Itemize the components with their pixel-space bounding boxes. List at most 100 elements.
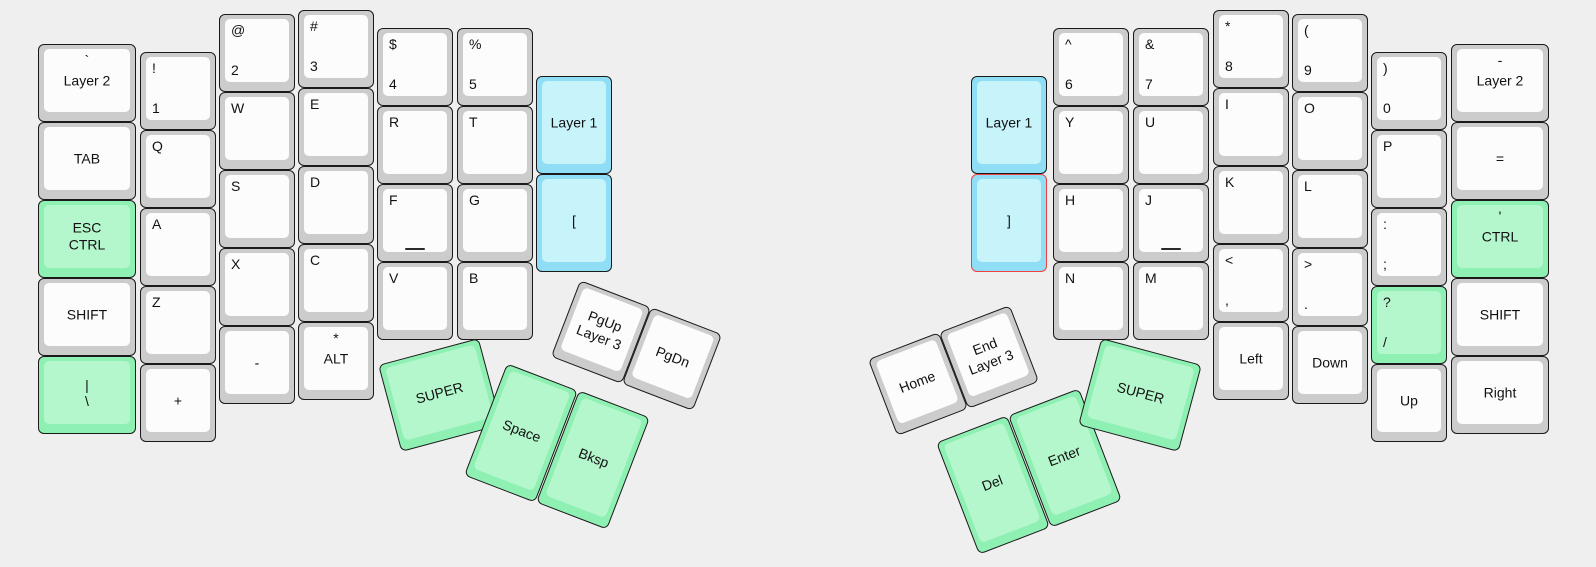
key-bracket-left[interactable]: [ bbox=[536, 174, 612, 272]
key-top-surface: >. bbox=[1298, 253, 1362, 316]
key-o[interactable]: O bbox=[1292, 92, 1368, 170]
key-legend-center: [ bbox=[572, 212, 576, 229]
key-4[interactable]: $4 bbox=[377, 28, 453, 106]
key-9[interactable]: (9 bbox=[1292, 14, 1368, 92]
key-r[interactable]: R bbox=[377, 106, 453, 184]
key-tab[interactable]: TAB bbox=[38, 122, 136, 200]
key-3[interactable]: #3 bbox=[298, 10, 374, 88]
key-top-surface: M bbox=[1139, 267, 1203, 330]
key-legend-top: U bbox=[1145, 114, 1156, 130]
key-z[interactable]: Z bbox=[140, 286, 216, 364]
key-legend-top: C bbox=[310, 252, 321, 268]
key-semicolon[interactable]: :; bbox=[1371, 208, 1447, 286]
key-top-surface: SUPER bbox=[1086, 344, 1195, 441]
key-k[interactable]: K bbox=[1213, 166, 1289, 244]
key-top-surface: E bbox=[304, 93, 368, 156]
key-8[interactable]: *8 bbox=[1213, 10, 1289, 88]
key-5[interactable]: %5 bbox=[457, 28, 533, 106]
key-top-surface: $4 bbox=[383, 33, 447, 96]
key-6[interactable]: ^6 bbox=[1053, 28, 1129, 106]
key-layer2-right[interactable]: -Layer 2 bbox=[1451, 44, 1549, 122]
key-alt[interactable]: *ALT bbox=[298, 322, 374, 400]
key-shift[interactable]: SHIFT bbox=[38, 278, 136, 356]
key-pipe-backslash[interactable]: |\ bbox=[38, 356, 136, 434]
key-period[interactable]: >. bbox=[1292, 248, 1368, 326]
key-h[interactable]: H bbox=[1053, 184, 1129, 262]
key-ctrl-right[interactable]: 'CTRL bbox=[1451, 200, 1549, 278]
key-f[interactable]: F bbox=[377, 184, 453, 262]
key-b[interactable]: B bbox=[457, 262, 533, 340]
key-equal[interactable]: = bbox=[1451, 122, 1549, 200]
key-w[interactable]: W bbox=[219, 92, 295, 170]
key-legend-center: Home bbox=[896, 367, 938, 396]
key-y[interactable]: Y bbox=[1053, 106, 1129, 184]
key-c[interactable]: C bbox=[298, 244, 374, 322]
key-legend-center: Layer 1 bbox=[985, 114, 1033, 131]
key-u[interactable]: U bbox=[1133, 106, 1209, 184]
key-i[interactable]: I bbox=[1213, 88, 1289, 166]
key-top-surface: &7 bbox=[1139, 33, 1203, 96]
key-q[interactable]: Q bbox=[140, 130, 216, 208]
key-legend-bottom: 2 bbox=[231, 62, 239, 79]
key-d[interactable]: D bbox=[298, 166, 374, 244]
key-legend-top: ! bbox=[152, 60, 156, 76]
key-slash[interactable]: ?/ bbox=[1371, 286, 1447, 364]
key-top-surface: :; bbox=[1377, 213, 1441, 276]
key-0[interactable]: )0 bbox=[1371, 52, 1447, 130]
key-top-surface: Left bbox=[1219, 327, 1283, 390]
key-legend-center: Del bbox=[979, 471, 1005, 494]
key-layer1-right[interactable]: Layer 1 bbox=[971, 76, 1047, 174]
key-top-surface: <, bbox=[1219, 249, 1283, 312]
key-legend-top: W bbox=[231, 100, 245, 116]
key-s[interactable]: S bbox=[219, 170, 295, 248]
key-legend-top: M bbox=[1145, 270, 1157, 286]
key-l[interactable]: L bbox=[1292, 170, 1368, 248]
key-legend-bottom: 9 bbox=[1304, 62, 1312, 79]
key-down[interactable]: Down bbox=[1292, 326, 1368, 404]
key-7[interactable]: &7 bbox=[1133, 28, 1209, 106]
key-legend-top: : bbox=[1383, 216, 1387, 232]
key-n[interactable]: N bbox=[1053, 262, 1129, 340]
key-top-surface: SHIFT bbox=[1457, 283, 1543, 346]
key-minus[interactable]: - bbox=[219, 326, 295, 404]
key-legend-top: O bbox=[1304, 100, 1315, 116]
key-legend-top: ? bbox=[1383, 294, 1391, 310]
key-top-surface: D bbox=[304, 171, 368, 234]
key-top-surface: ] bbox=[977, 179, 1041, 262]
key-layer2[interactable]: `Layer 2 bbox=[38, 44, 136, 122]
key-m[interactable]: M bbox=[1133, 262, 1209, 340]
key-x[interactable]: X bbox=[219, 248, 295, 326]
key-comma[interactable]: <, bbox=[1213, 244, 1289, 322]
key-legend-top: F bbox=[389, 192, 398, 208]
key-j[interactable]: J bbox=[1133, 184, 1209, 262]
key-top-surface: T bbox=[463, 111, 527, 174]
key-legend-bottom: / bbox=[1383, 334, 1387, 351]
key-layer1-left[interactable]: Layer 1 bbox=[536, 76, 612, 174]
key-left[interactable]: Left bbox=[1213, 322, 1289, 400]
key-1[interactable]: !1 bbox=[140, 52, 216, 130]
key-e[interactable]: E bbox=[298, 88, 374, 166]
key-bracket-right[interactable]: ] bbox=[971, 174, 1047, 272]
key-t[interactable]: T bbox=[457, 106, 533, 184]
key-top-surface: B bbox=[463, 267, 527, 330]
key-legend-top: ' bbox=[1498, 208, 1502, 224]
key-right[interactable]: Right bbox=[1451, 356, 1549, 434]
key-up[interactable]: Up bbox=[1371, 364, 1447, 442]
key-2[interactable]: @2 bbox=[219, 14, 295, 92]
key-legend-top: ` bbox=[84, 52, 90, 68]
key-legend-bottom: . bbox=[1304, 296, 1308, 313]
key-legend-top: Z bbox=[152, 294, 161, 310]
key-v[interactable]: V bbox=[377, 262, 453, 340]
key-a[interactable]: A bbox=[140, 208, 216, 286]
key-p[interactable]: P bbox=[1371, 130, 1447, 208]
key-plus[interactable]: + bbox=[140, 364, 216, 442]
key-shift-right[interactable]: SHIFT bbox=[1451, 278, 1549, 356]
key-g[interactable]: G bbox=[457, 184, 533, 262]
